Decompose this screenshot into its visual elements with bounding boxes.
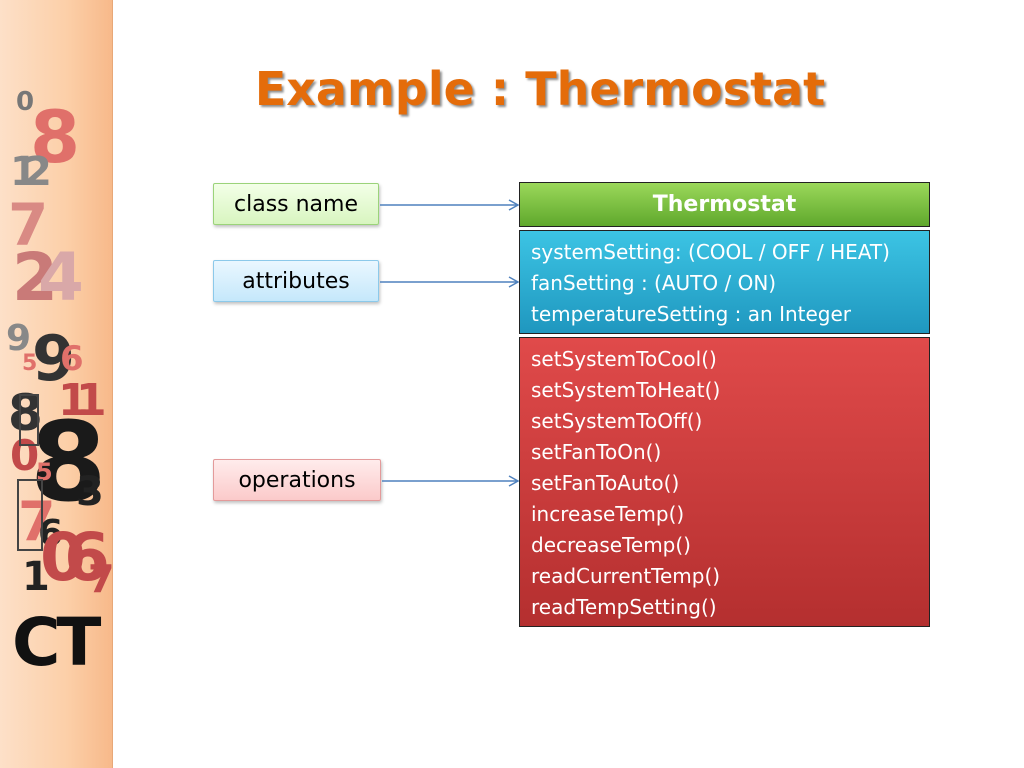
operation-line: readCurrentTemp() bbox=[531, 564, 721, 588]
collage-number: 5 bbox=[22, 351, 37, 376]
operations-label: operations bbox=[213, 459, 381, 501]
collage-number: 7 bbox=[8, 191, 48, 259]
number-collage: 0 8 1 2 7 2 4 9 5 9 6 1 1 8 0 8 5 3 7 6 … bbox=[6, 87, 112, 681]
collage-number: 8 bbox=[30, 95, 80, 179]
operation-line: setFanToOn() bbox=[531, 440, 662, 464]
slide-title: Example : Thermostat bbox=[254, 62, 826, 116]
collage-number: 1 bbox=[58, 375, 89, 426]
operation-line: setSystemToHeat() bbox=[531, 378, 721, 402]
collage-number: 6 bbox=[64, 519, 110, 596]
operation-line: setSystemToOff() bbox=[531, 409, 703, 433]
collage-number: 7 bbox=[18, 490, 56, 553]
attribute-line: systemSetting: (COOL / OFF / HEAT) bbox=[531, 240, 890, 264]
operation-line: readTempSetting() bbox=[531, 595, 717, 619]
operations-box: setSystemToCool() setSystemToHeat() setS… bbox=[519, 337, 930, 627]
collage-number: 0 bbox=[16, 87, 34, 117]
collage-number: 8 bbox=[8, 384, 43, 442]
decorative-sidebar: 0 8 1 2 7 2 4 9 5 9 6 1 1 8 0 8 5 3 7 6 … bbox=[0, 0, 113, 768]
collage-number: 3 bbox=[76, 469, 104, 515]
collage-number: 7 bbox=[88, 557, 112, 601]
class-name-box: Thermostat bbox=[519, 182, 930, 227]
collage-number: 9 bbox=[32, 322, 75, 395]
collage-number: 1 bbox=[10, 149, 38, 195]
operation-line: decreaseTemp() bbox=[531, 533, 691, 557]
collage-number: 4 bbox=[38, 239, 84, 316]
collage-number: 0 bbox=[10, 431, 39, 480]
attribute-line: fanSetting : (AUTO / ON) bbox=[531, 271, 777, 295]
collage-number: 9 bbox=[6, 318, 31, 359]
collage-number: 2 bbox=[12, 239, 58, 316]
operation-line: increaseTemp() bbox=[531, 502, 685, 526]
operation-line: setSystemToCool() bbox=[531, 347, 717, 371]
attribute-line: temperatureSetting : an Integer bbox=[531, 302, 852, 326]
collage-number: 2 bbox=[24, 149, 52, 195]
collage-number: 6 bbox=[60, 339, 84, 379]
ct-logo: CT bbox=[12, 604, 101, 681]
collage-number: 1 bbox=[76, 375, 107, 426]
class-name-label: class name bbox=[213, 183, 379, 225]
attributes-box: systemSetting: (COOL / OFF / HEAT) fanSe… bbox=[519, 230, 930, 334]
attributes-label: attributes bbox=[213, 260, 379, 302]
collage-number: 0 bbox=[40, 519, 86, 596]
operation-line: setFanToAuto() bbox=[531, 471, 680, 495]
collage-number: 1 bbox=[22, 554, 50, 600]
